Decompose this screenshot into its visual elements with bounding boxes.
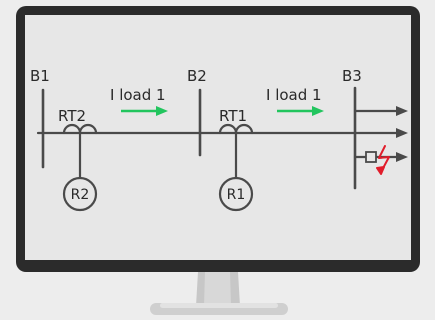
single-line-diagram bbox=[36, 86, 400, 212]
relay-r2-circle bbox=[62, 176, 98, 212]
circuit-breaker-icon bbox=[365, 151, 377, 163]
transformer-label-rt2: RT2 bbox=[58, 107, 86, 125]
fault-lightning-icon bbox=[376, 145, 390, 175]
transformer-label-rt1: RT1 bbox=[219, 107, 247, 125]
bus-label-b1: B1 bbox=[30, 67, 50, 85]
bus-label-b3: B3 bbox=[342, 67, 362, 85]
feeder-arrow-icon bbox=[396, 106, 408, 162]
relay-label-r2: R2 bbox=[71, 187, 90, 203]
load-flow-arrow-right bbox=[277, 106, 324, 116]
load-flow-label-right: I load 1 bbox=[266, 86, 322, 104]
monitor-stand bbox=[150, 272, 288, 315]
monitor-screen bbox=[25, 15, 411, 260]
load-flow-label-left: I load 1 bbox=[110, 86, 166, 104]
relay-r1-circle bbox=[218, 176, 254, 212]
relay-label-r1: R1 bbox=[227, 187, 246, 203]
bus-label-b2: B2 bbox=[187, 67, 207, 85]
load-flow-arrow-left bbox=[121, 106, 168, 116]
